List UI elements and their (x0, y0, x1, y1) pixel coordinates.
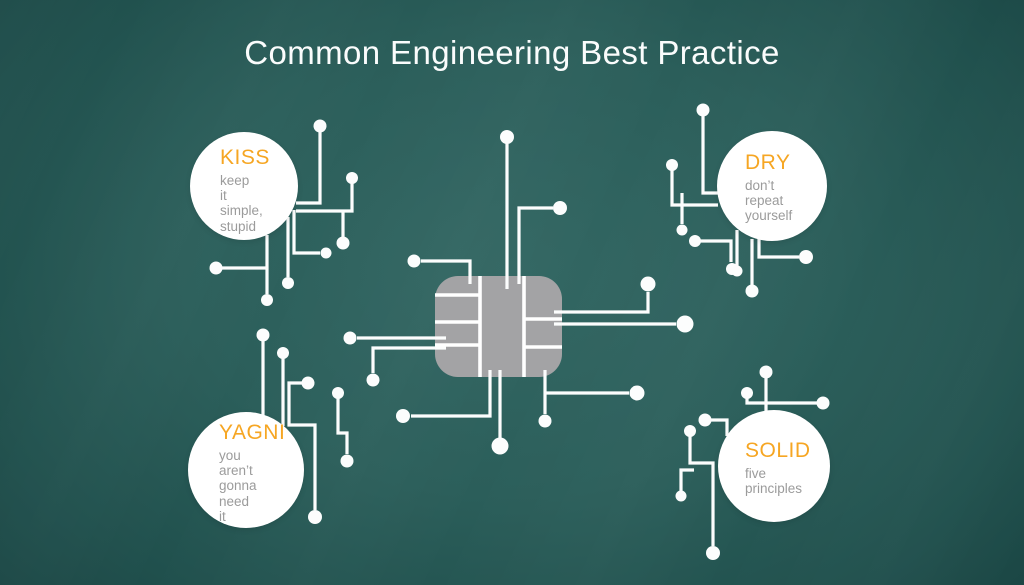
principle-description: keep it simple, stupid (220, 173, 263, 234)
slide-title: Common Engineering Best Practice (244, 34, 780, 71)
circuit-nodes-yagni (256, 328, 354, 524)
principle-circle-yagni: YAGNI you aren’t gonna need it (188, 412, 304, 528)
circuit-cluster-kiss (216, 126, 354, 294)
principle-acronym: YAGNI (219, 421, 286, 444)
circuit-nodes-center (343, 130, 694, 455)
principle-circle-kiss: KISS keep it simple, stupid (190, 132, 298, 240)
circuit-cluster-center (357, 137, 676, 438)
principle-description: you aren’t gonna need it (219, 448, 257, 524)
circuit-cluster-dry (670, 110, 799, 291)
circuit-nodes-dry (666, 103, 813, 298)
principle-acronym: DRY (745, 151, 791, 174)
circuit-nodes-solid (675, 365, 830, 560)
circuit-cluster-yagni (261, 335, 349, 510)
chip-icon (435, 276, 562, 377)
principle-circle-dry: DRY don’t repeat yourself (717, 131, 827, 241)
principle-acronym: KISS (220, 146, 270, 169)
principle-description: don’t repeat yourself (745, 178, 793, 224)
principle-description: five principles (745, 466, 803, 497)
circuit-nodes-kiss (209, 119, 358, 306)
principle-acronym: SOLID (745, 439, 811, 462)
principle-circle-solid: SOLID five principles (718, 410, 830, 522)
